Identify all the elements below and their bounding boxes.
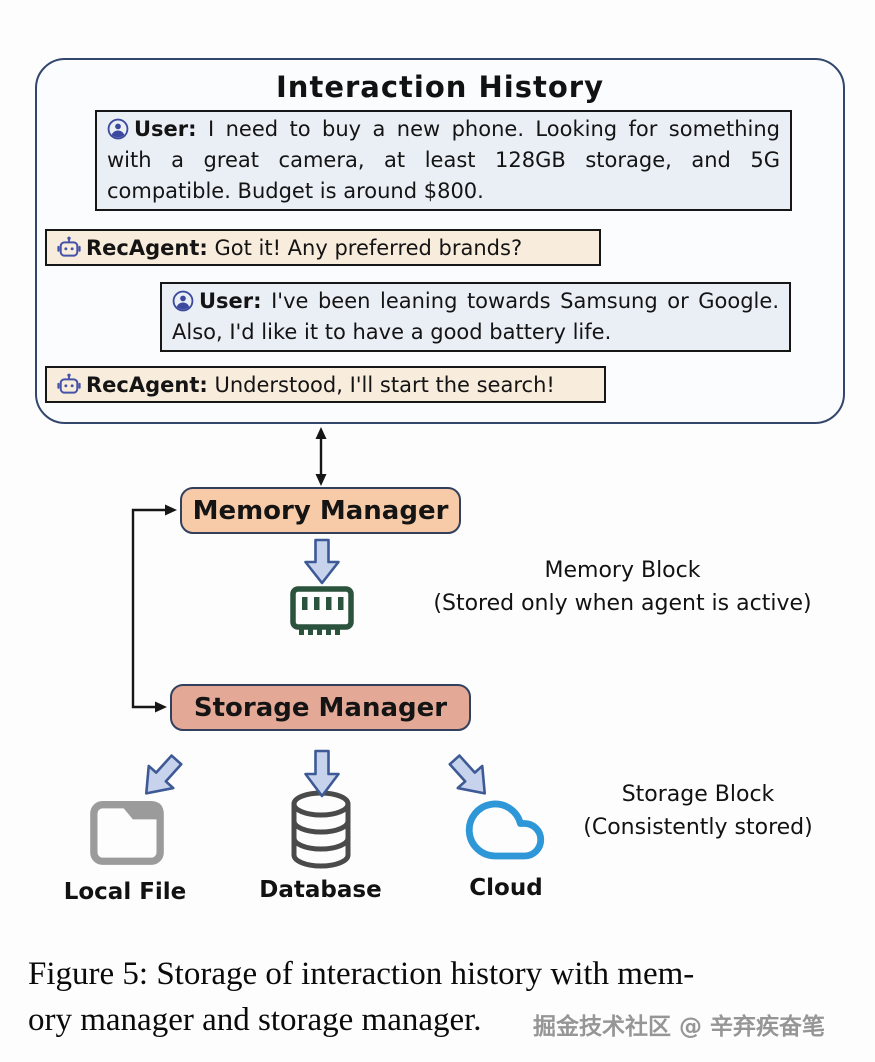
- watermark: 掘金技术社区 @ 辛弃疾奋笔: [533, 1014, 826, 1040]
- interaction-history-title: Interaction History: [276, 70, 604, 104]
- database-icon: [291, 790, 351, 869]
- user-icon: [107, 118, 129, 140]
- memory-manager-box: Memory Manager: [180, 487, 461, 534]
- cloud-icon: [465, 800, 545, 860]
- speaker-label: User:: [199, 289, 262, 313]
- storage-block-subtitle: (Consistently stored): [583, 815, 813, 840]
- message-text: Got it! Any preferred brands?: [214, 236, 523, 260]
- memory-manager-label: Memory Manager: [192, 495, 449, 526]
- chat-message-user-1: User: I need to buy a new phone. Looking…: [95, 110, 792, 211]
- speaker-label: User:: [134, 117, 197, 141]
- speaker-label: RecAgent:: [86, 236, 208, 260]
- memory-block-title: Memory Block: [544, 558, 701, 583]
- caption-line-2: ory manager and storage manager.: [28, 1002, 482, 1038]
- storage-block-title: Storage Block: [621, 782, 775, 807]
- robot-icon: [57, 373, 81, 394]
- memory-block-note: Memory Block (Stored only when agent is …: [395, 554, 850, 620]
- memory-chip-icon: [290, 586, 354, 635]
- folder-icon: [90, 801, 164, 865]
- chat-message-user-2: User: I've been leaning towards Samsung …: [160, 282, 791, 352]
- chat-message-agent-2: RecAgent: Understood, I'll start the sea…: [45, 366, 606, 403]
- chat-message-agent-1: RecAgent: Got it! Any preferred brands?: [45, 229, 601, 266]
- bidirectional-arrow: [315, 427, 327, 486]
- storage-manager-label: Storage Manager: [193, 692, 448, 723]
- figure-caption: Figure 5: Storage of interaction history…: [28, 951, 858, 1043]
- speaker-label: RecAgent:: [86, 373, 208, 397]
- elbow-connector: [131, 504, 177, 713]
- storage-manager-box: Storage Manager: [170, 684, 471, 731]
- user-icon: [172, 290, 194, 312]
- message-text: Understood, I'll start the search!: [214, 373, 555, 397]
- robot-icon: [57, 236, 81, 257]
- storage-block-note: Storage Block (Consistently stored): [548, 778, 848, 844]
- message-text: I've been leaning towards Samsung or Goo…: [172, 289, 779, 344]
- arrow-memory-to-block: [304, 538, 340, 585]
- cloud-label: Cloud: [469, 875, 543, 901]
- message-text: I need to buy a new phone. Looking for s…: [107, 117, 780, 203]
- memory-block-subtitle: (Stored only when agent is active): [433, 591, 812, 616]
- local-file-label: Local File: [63, 879, 187, 905]
- database-label: Database: [259, 877, 382, 903]
- caption-line-1: Figure 5: Storage of interaction history…: [28, 956, 695, 992]
